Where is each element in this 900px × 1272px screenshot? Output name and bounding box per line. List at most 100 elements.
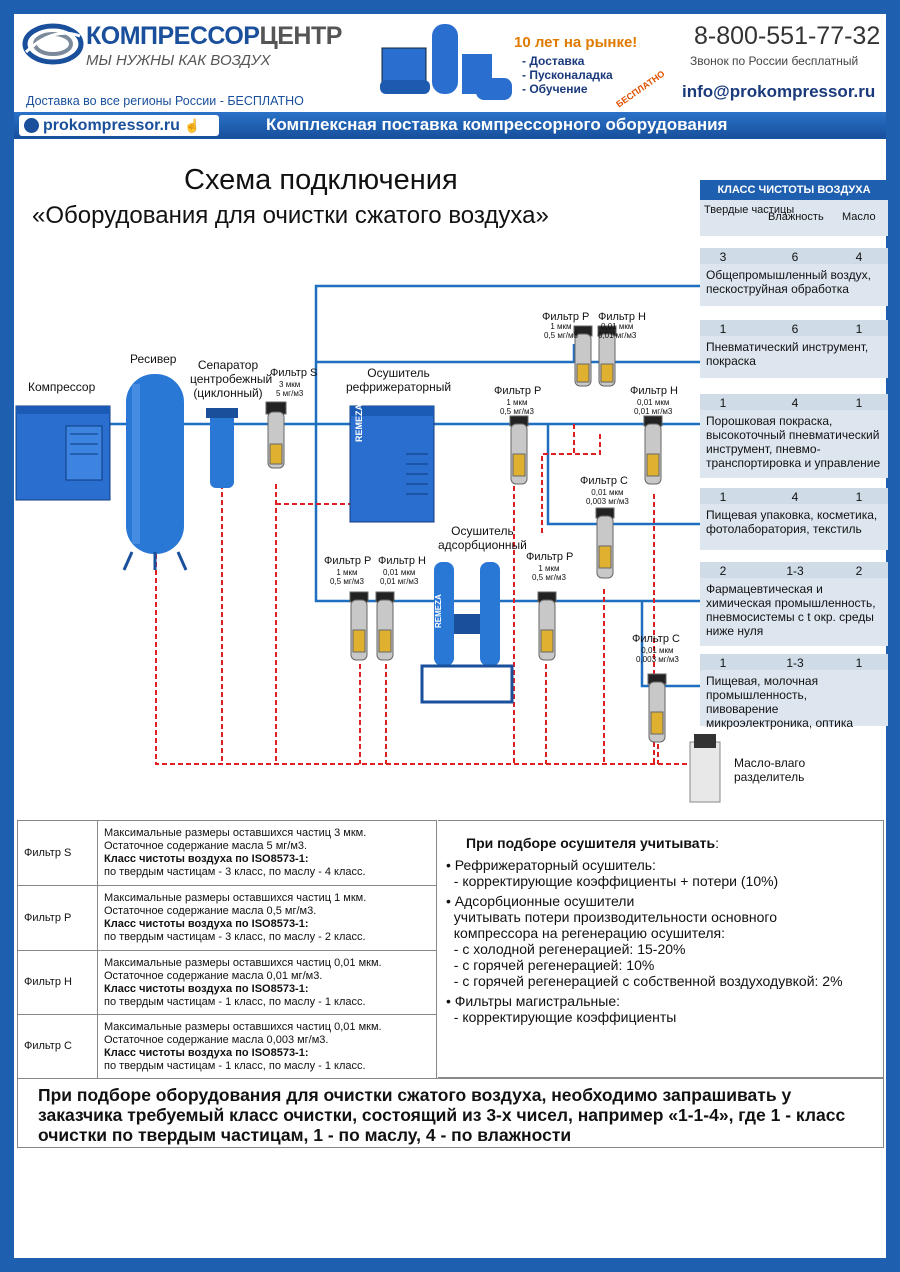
air-pipes bbox=[110, 284, 700, 688]
class-row-desc: Общепромышленный воздух, пескоструйная о… bbox=[700, 264, 888, 306]
logo-slogan: МЫ НУЖНЫ КАК ВОЗДУХ bbox=[86, 52, 271, 69]
separator-unit bbox=[206, 408, 238, 488]
compressor-unit bbox=[15, 405, 111, 501]
bullet-setup: - Пусконаладка bbox=[522, 68, 613, 82]
filter-p-top bbox=[573, 325, 593, 387]
site-link[interactable]: prokompressor.ru ☝ bbox=[19, 115, 219, 136]
filter-desc: Максимальные размеры оставшихся частиц 3… bbox=[97, 820, 437, 886]
filter-p-mid-label: Фильтр P bbox=[494, 385, 542, 397]
note-line: - корректирующие коэффициенты + потери (… bbox=[446, 873, 779, 889]
cursor-icon: ☝ bbox=[184, 118, 201, 133]
filter-h-top-label: Фильтр H bbox=[598, 311, 646, 323]
filter-p-low bbox=[349, 591, 369, 661]
page: КОМПРЕССОРЦЕНТР МЫ НУЖНЫ КАК ВОЗДУХ Дост… bbox=[14, 14, 888, 1258]
connection-diagram bbox=[15, 284, 721, 803]
delivery-note: Доставка во все регионы России - БЕСПЛАТ… bbox=[26, 94, 304, 108]
filters bbox=[265, 325, 667, 743]
tagline: Комплексная поставка компрессорного обор… bbox=[266, 115, 728, 134]
col-humidity: Влажность bbox=[768, 211, 824, 223]
table-row: Фильтр P Максимальные размеры оставшихся… bbox=[17, 885, 437, 951]
bottom-note: При подборе оборудования для очистки сжа… bbox=[17, 1078, 884, 1148]
filter-s bbox=[265, 401, 287, 469]
filter-desc: Максимальные размеры оставшихся частиц 0… bbox=[97, 950, 437, 1015]
air-class-columns: Твердые частицы Влажность Масло bbox=[700, 200, 888, 236]
table-row: Фильтр S Максимальные размеры оставшихся… bbox=[17, 820, 437, 886]
dryer-brand-label: REMEZA bbox=[354, 404, 364, 442]
filter-p-low-label: Фильтр P bbox=[324, 555, 372, 567]
filter-desc: Максимальные размеры оставшихся частиц 0… bbox=[97, 1014, 437, 1079]
logo-name: КОМПРЕССОРЦЕНТР bbox=[86, 22, 342, 50]
filter-p-mid bbox=[509, 415, 529, 485]
note-line: - с холодной регенерацией: 15-20% bbox=[446, 941, 686, 957]
email-link[interactable]: info@prokompressor.ru bbox=[682, 82, 876, 101]
note-line: • Фильтры магистральные: bbox=[446, 993, 621, 1009]
air-class-header: КЛАСС ЧИСТОТЫ ВОЗДУХА bbox=[700, 180, 888, 200]
note-line: - с горячей регенерацией с собственной в… bbox=[446, 973, 843, 989]
refrigerator-dryer-unit bbox=[349, 405, 435, 523]
class-row-desc: Пневматический инструмент, покраска bbox=[700, 336, 888, 378]
filter-name: Фильтр H bbox=[17, 950, 98, 1015]
globe-icon bbox=[24, 118, 39, 133]
note-line: • Адсорбционные осушители bbox=[446, 893, 635, 909]
filter-h-mid bbox=[643, 415, 663, 485]
table-row: Фильтр C Максимальные размеры оставшихся… bbox=[17, 1014, 437, 1079]
note-line: - корректирующие коэффициенты bbox=[446, 1009, 677, 1025]
bullet-training: - Обучение bbox=[522, 82, 588, 96]
col-particles: Твердые частицы bbox=[704, 204, 795, 216]
filter-c-low-label: Фильтр C bbox=[632, 633, 680, 645]
page-title: Схема подключения bbox=[184, 164, 458, 196]
filter-c-mid bbox=[595, 507, 615, 579]
phone-note: Звонок по России бесплатный bbox=[690, 54, 859, 68]
class-row-desc: Порошковая покраска, высокоточный пневма… bbox=[700, 410, 888, 478]
filter-p-top-label: Фильтр P bbox=[542, 311, 590, 323]
filter-h-mid-label: Фильтр H bbox=[630, 385, 678, 397]
filter-h-low bbox=[375, 591, 395, 661]
bullet-delivery: - Доставка bbox=[522, 54, 585, 68]
adsorber-brand-label: REMEZA bbox=[434, 594, 443, 628]
filter-h-low-label: Фильтр H bbox=[378, 555, 426, 567]
adsorption-dryer-unit bbox=[420, 562, 514, 704]
table-row: Фильтр H Максимальные размеры оставшихся… bbox=[17, 950, 437, 1015]
filter-c-low bbox=[647, 673, 667, 743]
filter-spec-table: Фильтр S Максимальные размеры оставшихся… bbox=[17, 820, 437, 1079]
filter-h-top bbox=[597, 325, 617, 387]
compressor-label: Компрессор bbox=[28, 380, 96, 394]
filter-p-right bbox=[537, 591, 557, 661]
oil-separator-unit bbox=[689, 734, 721, 803]
logo-icon bbox=[22, 23, 84, 65]
note-line: • Рефрижераторный осушитель: bbox=[446, 857, 656, 873]
equipment-image bbox=[380, 24, 512, 100]
note-line: компрессора на регенерацию осушителя: bbox=[446, 925, 725, 941]
phone-number[interactable]: 8-800-551-77-32 bbox=[694, 22, 881, 50]
receiver-label: Ресивер bbox=[130, 352, 177, 366]
col-oil: Масло bbox=[842, 211, 876, 223]
filter-name: Фильтр S bbox=[17, 820, 98, 886]
filter-name: Фильтр C bbox=[17, 1014, 98, 1079]
receiver-tank bbox=[122, 374, 188, 571]
dryer-notes-title: При подборе осушителя учитывать: bbox=[466, 835, 719, 851]
page-subtitle: «Оборудования для очистки сжатого воздух… bbox=[32, 202, 549, 229]
filter-desc: Максимальные размеры оставшихся частиц 1… bbox=[97, 885, 437, 951]
class-row-desc: Фармацевтическая и химическая промышленн… bbox=[700, 578, 888, 646]
note-line: учитывать потери производительности осно… bbox=[446, 909, 777, 925]
filter-c-mid-label: Фильтр C bbox=[580, 475, 628, 487]
